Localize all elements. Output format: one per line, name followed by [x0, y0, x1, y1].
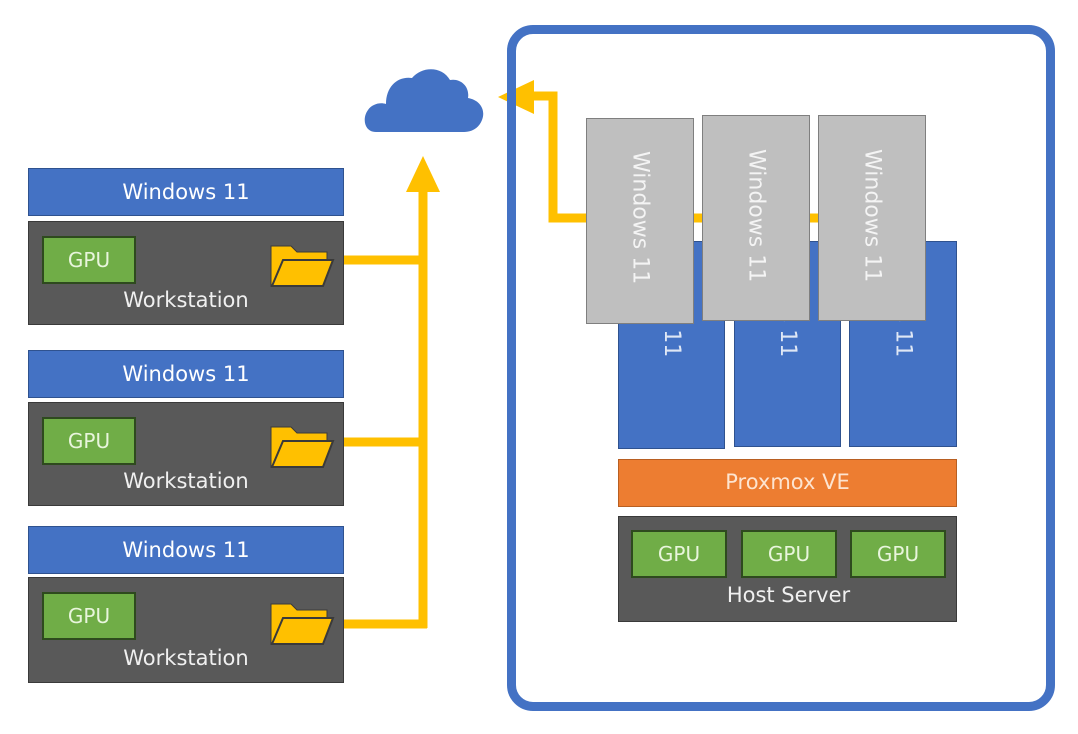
- vm-front-2: Windows 11: [702, 115, 810, 321]
- folder-icon: [270, 426, 335, 468]
- folder-icon: [270, 245, 335, 287]
- ws-hardware: GPU Workstation: [28, 402, 344, 506]
- workstation-label: Workstation: [123, 646, 249, 670]
- ws-hardware: GPU Workstation: [28, 221, 344, 325]
- host-server: GPU GPU GPU Host Server: [618, 516, 957, 622]
- hypervisor-bar: Proxmox VE: [618, 459, 957, 507]
- vm-label: Windows 11: [859, 149, 885, 283]
- arrowhead-up: [406, 156, 440, 192]
- ws-hardware: GPU Workstation: [28, 577, 344, 683]
- host-gpu-3: GPU: [850, 530, 946, 578]
- vm-label: Windows 11: [743, 149, 769, 283]
- ws-os-bar: Windows 11: [28, 350, 344, 398]
- folder-icon: [270, 603, 335, 645]
- cloud-icon: [364, 69, 484, 132]
- host-gpu-2: GPU: [741, 530, 837, 578]
- vm-label: Windows 11: [627, 151, 653, 285]
- workstation-label: Workstation: [123, 288, 249, 312]
- ws-os-bar: Windows 11: [28, 168, 344, 216]
- gpu-chip: GPU: [42, 236, 136, 284]
- host-gpu-1: GPU: [631, 530, 727, 578]
- host-server-label: Host Server: [726, 583, 851, 607]
- vm-front-1: Windows 11: [586, 118, 694, 324]
- gpu-chip: GPU: [42, 417, 136, 465]
- vm-front-3: Windows 11: [818, 115, 926, 321]
- ws-os-bar: Windows 11: [28, 526, 344, 574]
- server-frame: [507, 25, 1055, 711]
- arrowhead-left: [498, 80, 534, 114]
- workstation-label: Workstation: [123, 469, 249, 493]
- gpu-chip: GPU: [42, 592, 136, 640]
- server-connector: [530, 91, 600, 223]
